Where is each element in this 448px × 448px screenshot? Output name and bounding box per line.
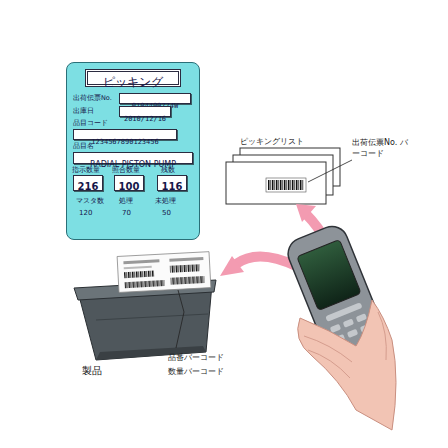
field-value: ピッキング: [103, 76, 163, 88]
field-caption: 出庫日: [73, 107, 94, 115]
art-part: [124, 266, 152, 269]
art-part: [124, 271, 154, 279]
art-part: [297, 239, 361, 310]
screen-title-box: ピッキング: [85, 69, 181, 87]
art-part: [347, 329, 359, 338]
field-caption: 120: [79, 209, 92, 217]
picking-list-sheets: [226, 148, 340, 204]
field-caption: 出荷伝票No.: [73, 94, 112, 102]
field-value: 100: [119, 180, 140, 194]
annotation-label: 出荷伝票No. バーコード: [352, 137, 408, 159]
art-part: [123, 259, 159, 264]
field-value: RADIAL PISTON PUMP: [90, 160, 176, 170]
field-caption: 50: [162, 209, 171, 217]
annotation-label: 製品: [82, 364, 102, 377]
field-caption: 処理: [119, 197, 133, 205]
field-caption: 70: [122, 209, 131, 217]
art-part: [343, 319, 355, 328]
art-part: [356, 313, 368, 322]
input-field-box: 116: [157, 175, 187, 191]
field-value: 2010/12/16: [124, 115, 166, 124]
terminal-screen-panel: 出荷伝票No.出庫日品目コード品目名指示数量照合数量残数マスタ数処理未処理120…: [66, 62, 200, 240]
input-field-box: 100: [114, 175, 144, 191]
field-caption: マスタ数: [76, 197, 104, 205]
input-field-box: 0104400774W: [119, 93, 191, 104]
input-field-box: 1234567890123456: [73, 129, 177, 140]
art-part: [308, 350, 350, 378]
field-value: 1234567890123456: [91, 138, 158, 147]
art-part: [220, 256, 244, 276]
input-field-box: RADIAL PISTON PUMP: [73, 152, 193, 164]
art-part: [266, 178, 306, 192]
art-part: [298, 300, 396, 430]
art-part: [268, 180, 304, 190]
field-value: 116: [162, 180, 183, 194]
art-part: [378, 312, 386, 360]
field-value: 216: [78, 180, 99, 194]
annotation-label: 数量バーコード: [168, 366, 224, 377]
art-part: [226, 162, 326, 204]
flow-arrow: [220, 256, 296, 276]
art-part: [304, 336, 352, 362]
field-caption: 品目コード: [73, 119, 108, 127]
field-caption: 品目名: [73, 142, 94, 150]
art-part: [96, 314, 208, 320]
art-part: [169, 257, 203, 262]
leader-line: [308, 160, 352, 182]
art-part: [170, 264, 200, 273]
leader-line: [176, 290, 184, 348]
art-part: [296, 204, 316, 222]
art-part: [170, 276, 204, 285]
art-part: [236, 256, 296, 266]
field-caption: 未処理: [155, 197, 176, 205]
art-part: [117, 252, 211, 293]
art-part: [124, 280, 164, 288]
bin-label: [117, 252, 211, 293]
hand: [298, 300, 396, 430]
product-bin: [74, 280, 216, 360]
input-field-box: 2010/12/16: [119, 106, 171, 117]
annotation-label: 品番バーコード: [168, 352, 224, 363]
annotation-label: ピッキングリスト: [240, 136, 304, 147]
input-field-box: 216: [73, 175, 103, 191]
